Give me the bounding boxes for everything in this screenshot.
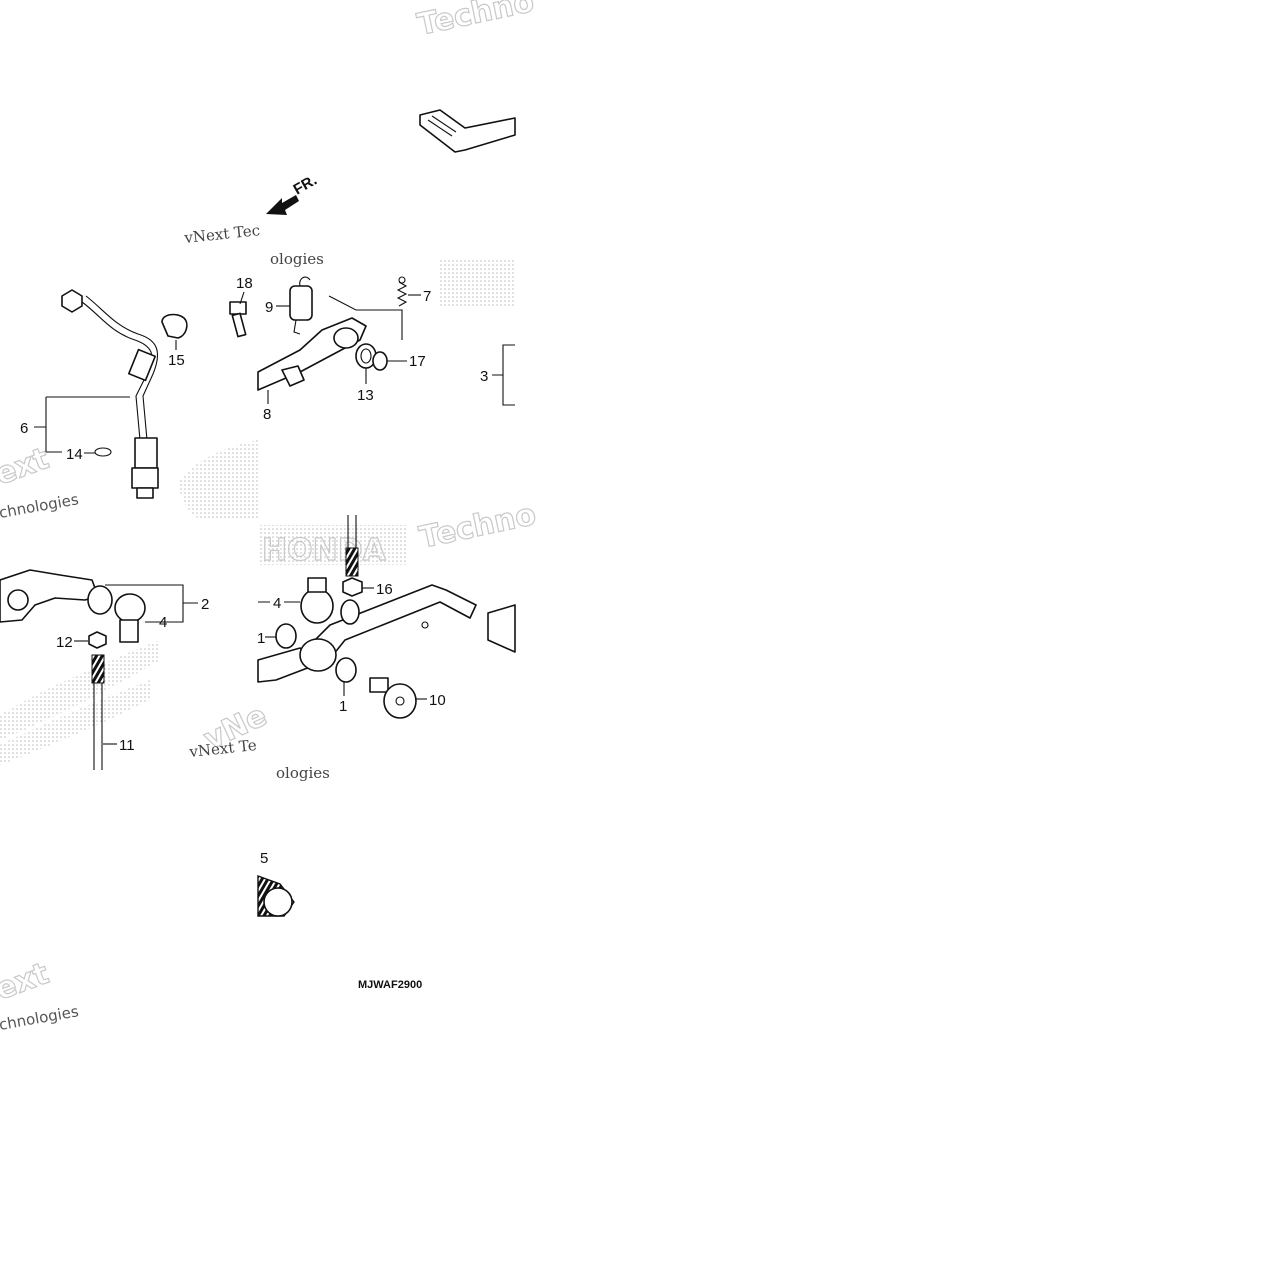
hose-clamp-15 [161, 313, 188, 339]
shift-arm-left [0, 569, 113, 623]
callout-16: 16 [362, 581, 393, 598]
svg-text:18: 18 [236, 275, 253, 292]
svg-text:2: 2 [201, 596, 209, 613]
callout-4-right: 4 [258, 595, 300, 612]
watermark-logo-top-right [440, 258, 515, 308]
shift-rod-top [345, 515, 359, 577]
callout-9: 9 [265, 299, 290, 316]
callout-1-upper: 1 [257, 630, 276, 647]
svg-text:3: 3 [480, 368, 488, 385]
svg-text:10: 10 [429, 692, 446, 709]
direction-label: FR. [291, 172, 320, 199]
svg-text:14: 14 [66, 446, 83, 463]
callout-11: 11 [103, 737, 135, 754]
clip-14 [94, 447, 112, 457]
pivot-sleeve [257, 638, 337, 683]
callout-18: 18 [236, 275, 253, 305]
svg-text:4: 4 [273, 595, 281, 612]
callout-3: 3 [480, 368, 488, 385]
diagram-code: MJWAF2900 [358, 979, 422, 991]
callout-8: 8 [263, 390, 271, 423]
watermark-text: vNext Tec [183, 221, 261, 247]
svg-text:17: 17 [409, 353, 426, 370]
svg-text:13: 13 [357, 387, 374, 404]
callout-12: 12 [56, 634, 88, 651]
watermark-text: chnologies [0, 1002, 80, 1034]
svg-text:15: 15 [168, 352, 185, 369]
joint-4-left [114, 593, 146, 643]
callout-2: 2 [201, 596, 209, 613]
bracket-3-leader [492, 344, 515, 406]
callout-7: 7 [408, 288, 431, 305]
brake-hose-assembly [61, 289, 159, 499]
svg-text:11: 11 [119, 737, 135, 754]
joint-4-right [300, 577, 334, 624]
watermark-text: ext [0, 956, 54, 1007]
watermark-text: chnologies [0, 490, 80, 522]
svg-text:5: 5 [260, 850, 268, 867]
spring-7 [396, 276, 408, 307]
callout-4-left: 4 [159, 614, 167, 631]
brake-pedal-arm-8 [257, 317, 367, 391]
callout-5: 5 [260, 850, 268, 867]
svg-text:12: 12 [56, 634, 73, 651]
svg-text:1: 1 [339, 698, 347, 715]
peg-rubber-5 [257, 875, 295, 917]
watermark-text: ologies [276, 764, 330, 782]
seal-1-upper [275, 623, 297, 649]
callout-10: 10 [416, 692, 446, 709]
watermark-text: Techno [416, 497, 539, 556]
shift-rod-11 [91, 654, 105, 770]
watermark-wing-left [0, 640, 160, 765]
svg-text:6: 6 [20, 420, 28, 437]
nut-16 [342, 577, 363, 597]
seal-1-lower [335, 657, 357, 683]
spring-9 [289, 276, 313, 335]
watermark-wing-center [179, 440, 258, 520]
svg-text:9: 9 [265, 299, 273, 316]
callout-14: 14 [46, 446, 95, 463]
watermark-text: Techno [414, 0, 537, 43]
watermark-honda-text: HONDA [262, 533, 387, 568]
callout-6: 6 [20, 396, 130, 452]
bolt-18 [229, 301, 247, 338]
svg-text:4: 4 [159, 614, 167, 631]
svg-text:8: 8 [263, 406, 271, 423]
clip-17 [372, 351, 388, 371]
callout-15: 15 [168, 340, 185, 369]
svg-text:7: 7 [423, 288, 431, 305]
nut-12 [88, 631, 107, 649]
pedal-fragment-top [419, 109, 516, 153]
watermark-honda-middle: HONDA [258, 525, 408, 569]
callout-13: 13 [357, 368, 374, 404]
watermark-text: vNext Te [188, 736, 258, 761]
watermark-text: ologies [270, 250, 324, 268]
callout-1-lower: 1 [339, 682, 347, 715]
svg-text:16: 16 [376, 581, 393, 598]
front-direction-arrow-icon [266, 195, 299, 215]
callout-17: 17 [387, 353, 426, 370]
pivot-bolt-10 [369, 677, 417, 719]
svg-text:1: 1 [257, 630, 265, 647]
